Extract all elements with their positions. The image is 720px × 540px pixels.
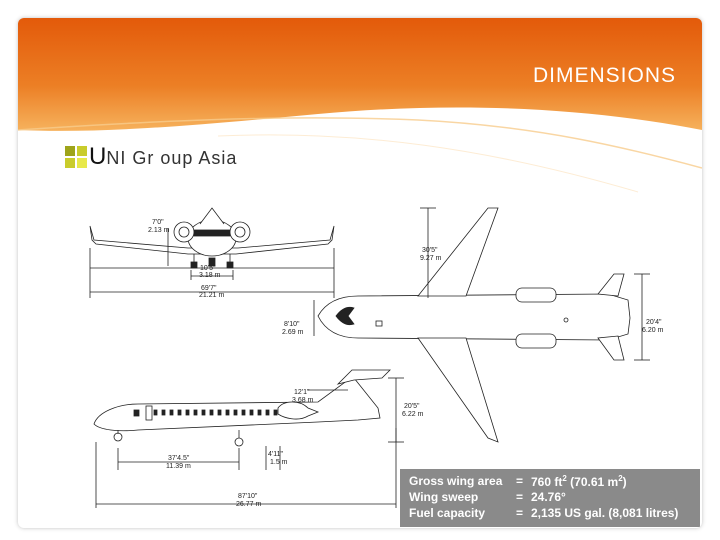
top-nose-ft: 30'5"	[422, 247, 438, 254]
top-tail-m: 6.20 m	[642, 327, 664, 334]
spec-equals: =	[516, 474, 524, 488]
side-engine-ft: 12'1"	[294, 389, 310, 396]
spec-label: Fuel capacity	[409, 506, 486, 520]
unigroup-logo: UNI Gr oup Asia	[65, 142, 237, 172]
top-tail-ft: 20'4"	[646, 319, 662, 326]
front-view	[89, 207, 335, 298]
top-fuselage-m: 2.69 m	[282, 329, 304, 336]
side-length-m: 26.77 m	[236, 501, 261, 508]
front-height-m: 2.13 m	[148, 227, 170, 234]
spec-value: 760 ft2 (70.61 m2)	[531, 474, 627, 489]
side-length-ft: 87'10"	[238, 493, 258, 500]
slide: DIMENSIONS UNI Gr oup Asia	[18, 18, 702, 528]
spec-value: 2,135 US gal. (8,081 litres)	[531, 506, 679, 520]
front-span-ft: 69'7"	[201, 285, 217, 292]
side-wheelbase-ft: 37'4.5"	[168, 455, 190, 462]
side-gear-m: 1.5 m	[270, 459, 288, 466]
header-banner	[18, 18, 702, 199]
top-nose-m: 9.27 m	[420, 255, 442, 262]
front-span-m: 21.21 m	[199, 292, 224, 299]
side-height-m: 6.22 m	[402, 411, 424, 418]
spec-label: Wing sweep	[409, 490, 479, 504]
side-height-ft: 20'5"	[404, 403, 420, 410]
specs-panel: Gross wing area = 760 ft2 (70.61 m2) Win…	[400, 469, 700, 527]
logo-squares-icon	[65, 146, 87, 168]
aircraft-dimension-drawing: 7'0" 2.13 m 10'5" 3.18 m 69'7" 21.21 m 3…	[89, 207, 664, 508]
side-engine-m: 3.68 m	[292, 397, 314, 404]
spec-equals: =	[516, 490, 524, 504]
slide-title: DIMENSIONS	[532, 64, 676, 87]
side-view	[93, 369, 404, 508]
front-height-ft: 7'0"	[152, 219, 164, 226]
top-fuselage-ft: 8'10"	[284, 321, 300, 328]
top-view	[313, 207, 650, 443]
front-track-m: 3.18 m	[199, 272, 221, 279]
spec-value: 24.76°	[531, 490, 566, 504]
spec-equals: =	[516, 506, 524, 520]
spec-label: Gross wing area	[409, 474, 503, 488]
logo-text: UNI Gr oup Asia	[89, 143, 238, 170]
side-wheelbase-m: 11.39 m	[166, 463, 191, 470]
front-track-ft: 10'5"	[200, 265, 216, 272]
side-gear-ft: 4'11"	[268, 451, 283, 458]
